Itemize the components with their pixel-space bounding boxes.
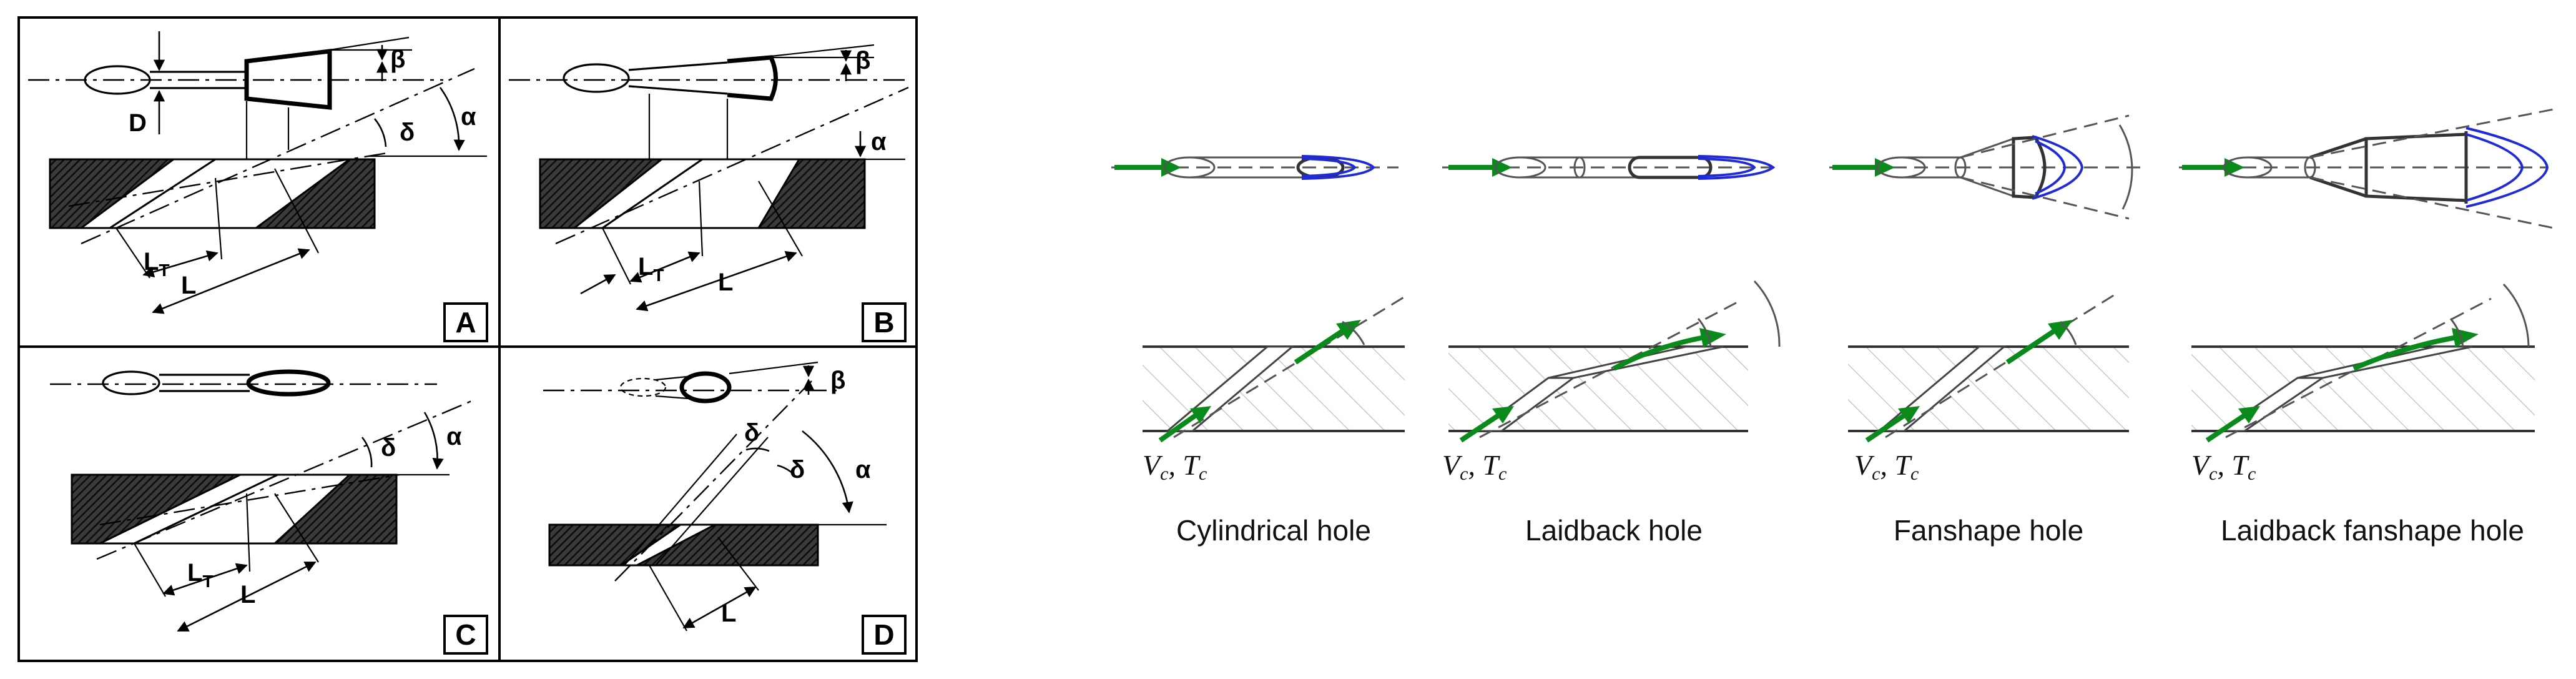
panel-a-beta-label: β (390, 46, 405, 73)
cyl-exit-flow-arrow (1336, 320, 1361, 340)
laidfan-inlet-flow-arrow (2238, 406, 2260, 424)
laidfan-jet-outline (2465, 127, 2549, 208)
laidfan-top-flow-arrow (2225, 158, 2244, 177)
laid-exit-flow-arrow (1699, 328, 1726, 347)
laidfan-caption: Laidback fanshape hole (2221, 514, 2524, 547)
cyl-caption: Cylindrical hole (1176, 514, 1371, 547)
panel-d-hole (618, 523, 715, 567)
panel-a-exit-fan (244, 49, 332, 110)
fan-exit-flow-arrow (2048, 320, 2073, 340)
panel-d-alpha-label: α (855, 456, 871, 483)
panel-c: α δ LT L C (50, 369, 488, 655)
panel-d-delta-label-2: δ (790, 456, 805, 483)
panel-a-inlet-ellipse (84, 65, 151, 95)
hole-type-laidback: Vc, Tc Laidback hole (1442, 155, 1781, 547)
panel-c-lt-label: LT (187, 559, 214, 591)
panel-a-delta-label: δ (400, 119, 415, 146)
panel-b-inlet-ellipse (563, 63, 630, 93)
panel-d-delta-label-1: δ (744, 419, 759, 447)
panel-b-lt-label: LT (638, 253, 664, 285)
cyl-inlet-flow-arrow (1190, 406, 1211, 424)
panel-c-letter: C (455, 618, 476, 651)
panel-b-alpha-label: α (871, 128, 887, 156)
laidfan-flow-label: Vc, Tc (2191, 449, 2256, 484)
panel-d: β α δ δ L D (543, 361, 907, 655)
panel-b-hole-diffuser (599, 158, 801, 229)
laidfan-exit-flow-arrow (2452, 328, 2479, 347)
cyl-flow-label: Vc, Tc (1143, 449, 1207, 484)
panel-a-lt-label: LT (144, 248, 170, 280)
panel-a-hole-diffuser (106, 158, 353, 229)
fan-caption: Fanshape hole (1894, 514, 2083, 547)
cyl-jet-outline (1301, 155, 1375, 180)
left-figure-frame (17, 16, 918, 662)
panel-b-beta-label: β (855, 47, 870, 74)
panel-a-alpha-label: α (461, 103, 476, 131)
panel-d-exit-ellipse (679, 371, 732, 404)
panel-c-length-label: L (240, 581, 255, 608)
left-figure: D β α δ LT L (17, 16, 918, 662)
panel-c-delta-label: δ (381, 434, 396, 462)
panel-d-length-label: L (721, 600, 736, 627)
hole-type-fanshape: Vc, Tc Fanshape hole (1829, 114, 2148, 547)
panel-c-alpha-label: α (446, 423, 462, 450)
hole-type-laidback-fanshape: Vc, Tc Laidback fanshape hole (2179, 108, 2554, 547)
panel-c-exit-ellipse (246, 369, 331, 397)
panel-c-inlet-ellipse (102, 370, 160, 395)
fan-flow-label: Vc, Tc (1854, 449, 1919, 484)
right-figure: Vc, Tc Cylindrical hole (1111, 108, 2554, 547)
hole-type-cylindrical: Vc, Tc Cylindrical hole (1111, 155, 1405, 547)
panel-b-letter: B (873, 306, 894, 339)
laid-flow-label: Vc, Tc (1442, 449, 1507, 484)
fan-inlet-flow-arrow (1898, 406, 1920, 424)
panel-a: D β α δ LT L (28, 31, 488, 342)
panel-b-length-label: L (718, 269, 733, 296)
panel-d-letter: D (873, 618, 894, 651)
panel-b: β α LT L B (509, 44, 909, 342)
panel-a-diameter-label: D (129, 109, 147, 137)
laid-inlet-flow-arrow (1492, 406, 1514, 424)
laid-caption: Laidback hole (1525, 514, 1703, 547)
panel-b-exit-fan (727, 55, 778, 101)
laid-jet-outline (1698, 155, 1776, 180)
panel-a-length-label: L (181, 272, 196, 299)
fan-jet-outline (2032, 135, 2084, 200)
panel-a-letter: A (455, 306, 476, 339)
panel-d-beta-label: β (830, 367, 845, 394)
